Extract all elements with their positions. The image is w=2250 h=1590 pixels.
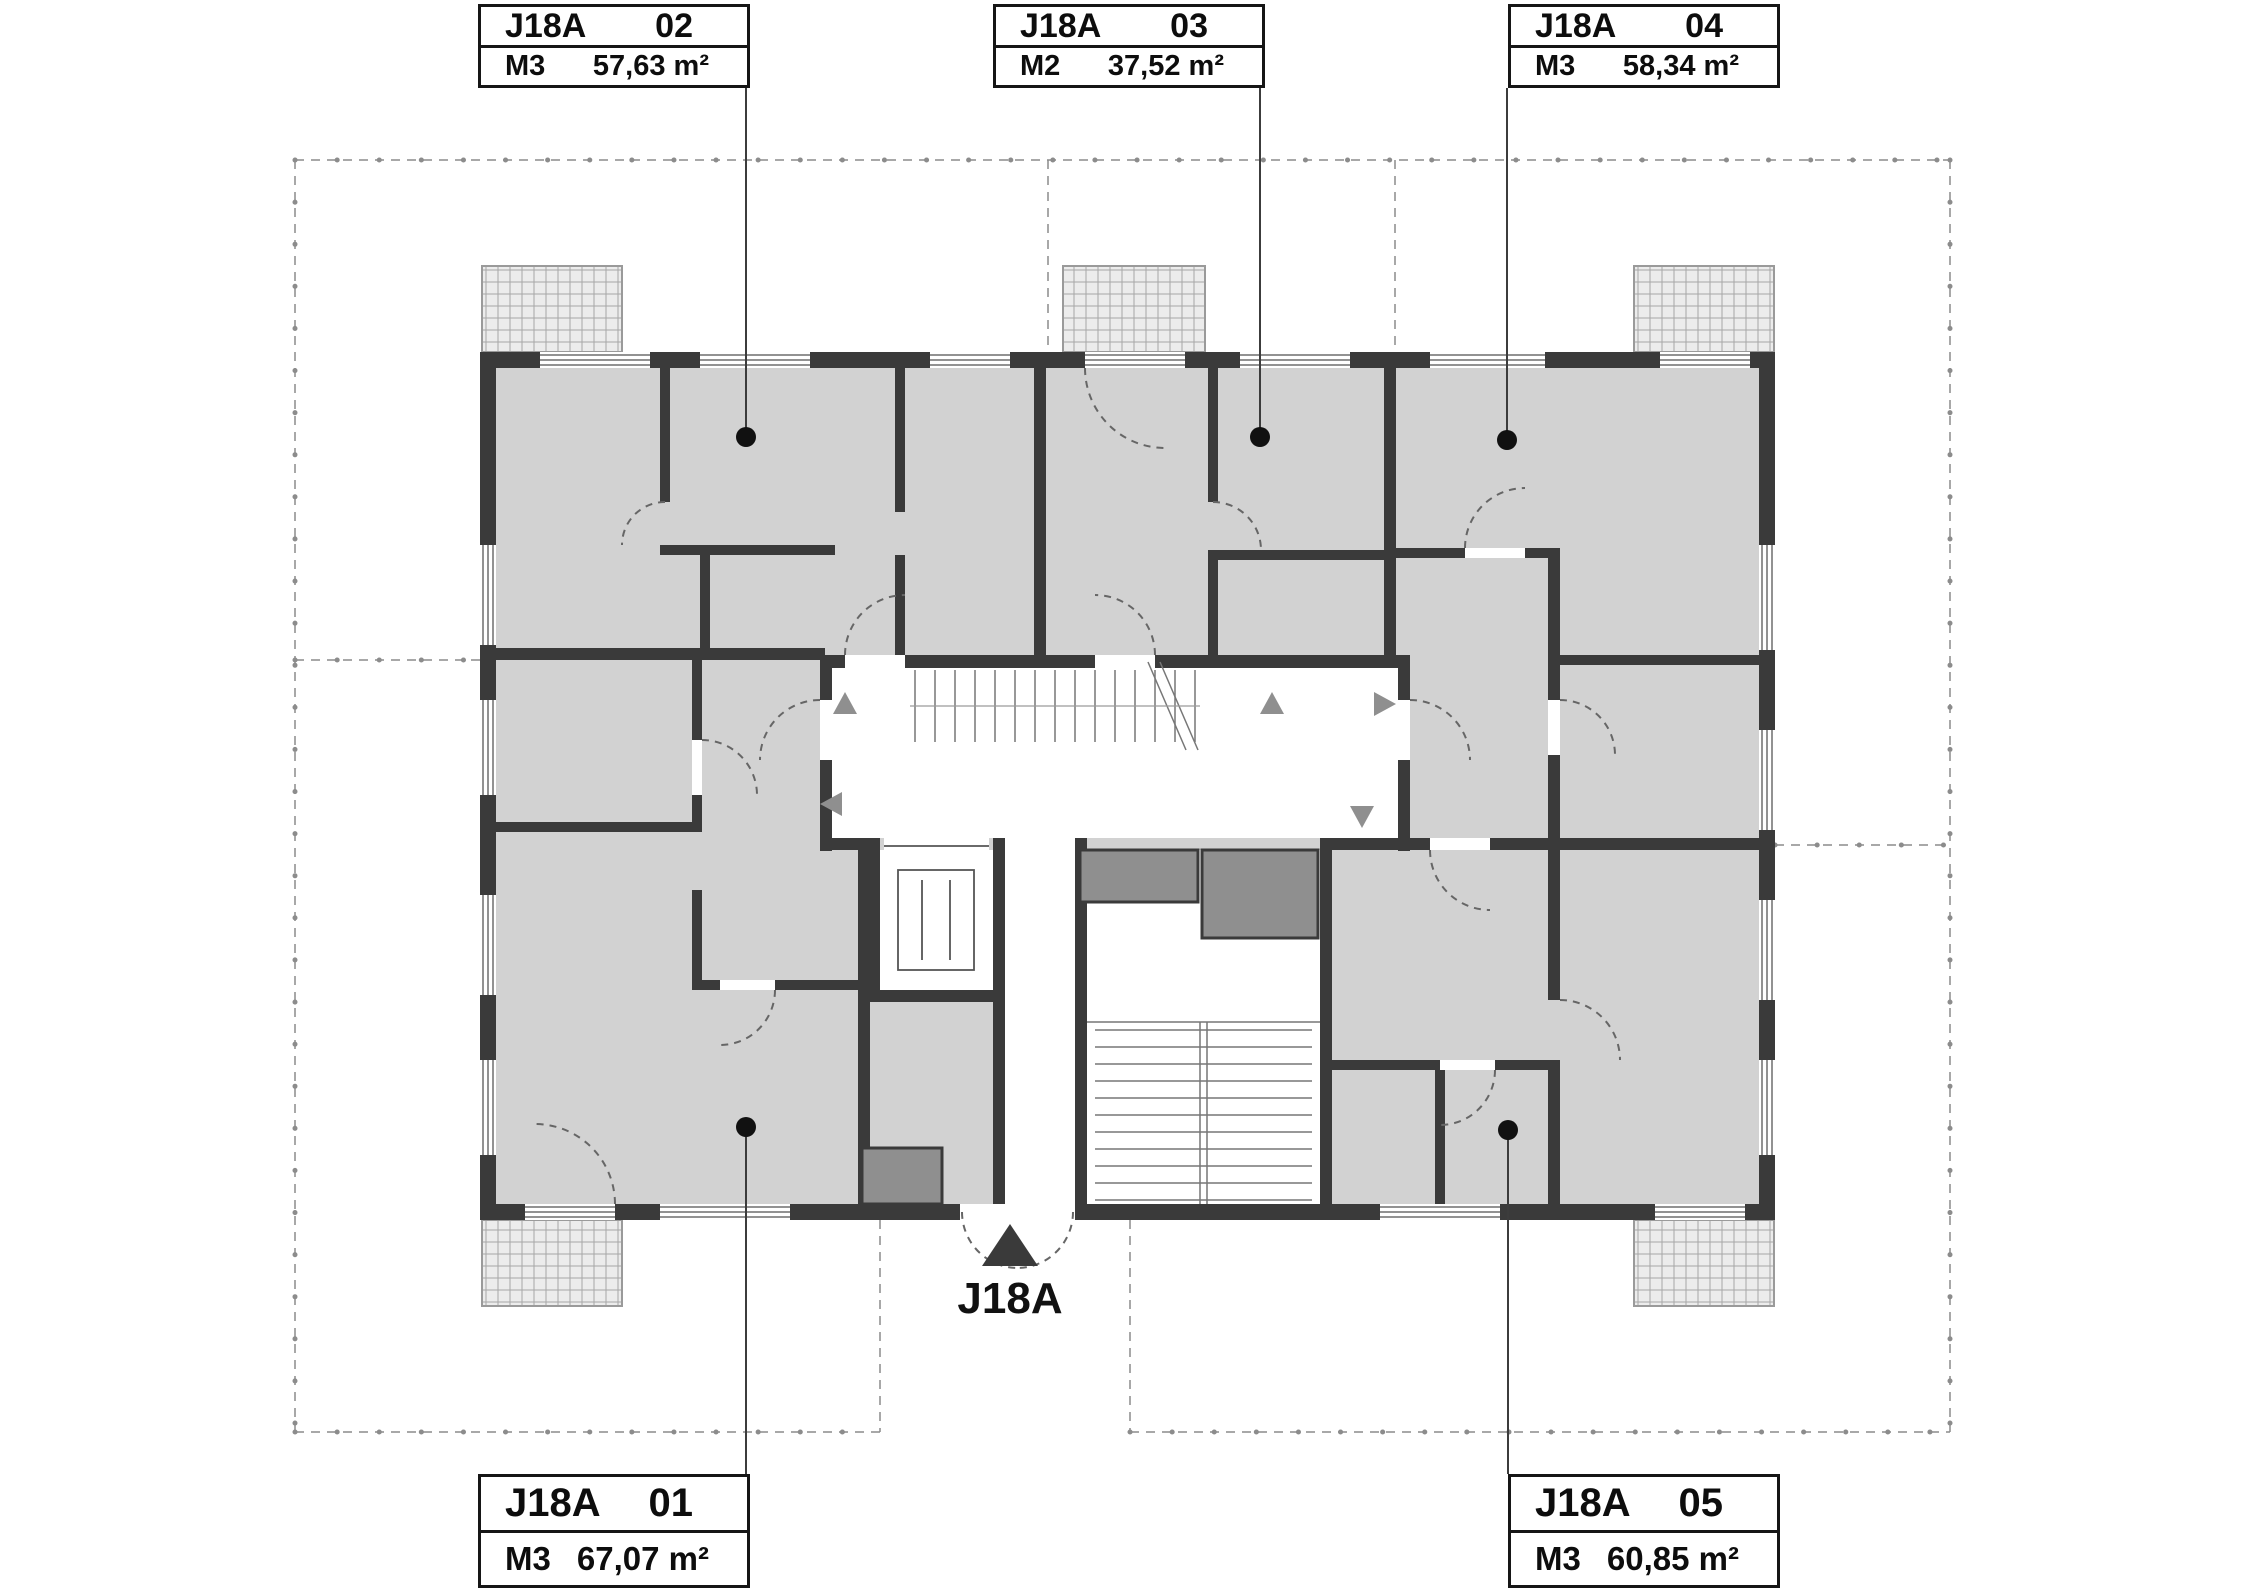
apartment-area: 58,34 m²: [1622, 49, 1739, 82]
apartment-label-j18a-02[interactable]: J18A 02 M3 57,63 m²: [478, 4, 750, 88]
apartment-label-details: M3 58,34 m²: [1511, 48, 1777, 86]
balcony: [1633, 1219, 1775, 1307]
apartment-leaders: [736, 88, 1518, 1474]
apartment-type: M2: [1020, 49, 1061, 82]
apartment-code: J18A: [1020, 6, 1102, 45]
door-openings: [692, 548, 1560, 1220]
apartment-label-j18a-05[interactable]: J18A 05 M3 60,85 m²: [1508, 1474, 1780, 1588]
balconies: [481, 265, 1775, 1307]
apartment-label-j18a-01[interactable]: J18A 01 M3 67,07 m²: [478, 1474, 750, 1588]
apartment-dot-a03: [1250, 427, 1270, 447]
route-arrows: [820, 692, 1396, 828]
apartment-number: 03: [1170, 6, 1208, 45]
apartment-label-details: M3 57,63 m²: [481, 48, 747, 86]
route-arrow-down-icon: [1350, 806, 1374, 828]
entrance-label: J18A: [957, 1274, 1063, 1323]
apartment-area: 60,85 m²: [1606, 1540, 1739, 1578]
apartment-number: 05: [1678, 1481, 1724, 1526]
elevator: [884, 845, 989, 971]
apartment-type: M3: [505, 49, 546, 82]
apartment-label-header: J18A 01: [481, 1477, 747, 1533]
stairs-upper: [910, 661, 1200, 751]
apartment-number: 04: [1685, 6, 1723, 45]
apartment-area: 57,63 m²: [592, 49, 709, 82]
stairs-lower: [1087, 1021, 1320, 1204]
apartment-number: 02: [655, 6, 693, 45]
apartment-label-details: M2 37,52 m²: [996, 48, 1262, 86]
apartment-code: J18A: [505, 1481, 601, 1526]
balcony: [1633, 265, 1775, 353]
apartment-label-details: M3 60,85 m²: [1511, 1533, 1777, 1586]
apartment-dot-a05: [1498, 1120, 1518, 1140]
apartment-label-header: J18A 05: [1511, 1477, 1777, 1533]
door-swing-arcs: [534, 367, 1621, 1269]
balcony: [481, 1219, 623, 1307]
apartment-code: J18A: [505, 6, 587, 45]
apartment-type: M3: [1535, 1540, 1581, 1578]
route-arrow-up-icon: [833, 692, 857, 714]
apartment-label-header: J18A 03: [996, 7, 1262, 48]
apartment-dot-a04: [1497, 430, 1517, 450]
apartment-number: 01: [648, 1481, 694, 1526]
apartment-label-j18a-03[interactable]: J18A 03 M2 37,52 m²: [993, 4, 1265, 88]
building-body: [480, 352, 1775, 1220]
apartment-label-header: J18A 02: [481, 7, 747, 48]
terrace-railing-outline: [292, 157, 1953, 1435]
window: [480, 352, 1775, 1220]
apartment-label-j18a-04[interactable]: J18A 04 M3 58,34 m²: [1508, 4, 1780, 88]
apartment-dot-a02: [736, 427, 756, 447]
apartment-label-header: J18A 04: [1511, 7, 1777, 48]
entrance-lobby: [1005, 838, 1075, 1204]
route-arrow-left-icon: [820, 792, 842, 816]
apartment-type: M3: [1535, 49, 1576, 82]
apartment-code: J18A: [1535, 6, 1617, 45]
balcony: [481, 265, 623, 353]
balcony: [1062, 265, 1206, 353]
apartment-type: M3: [505, 1540, 551, 1578]
apartment-dot-a01: [736, 1117, 756, 1137]
elevator-shaft: [880, 850, 993, 990]
route-arrow-up-icon: [1260, 692, 1284, 714]
apartment-code: J18A: [1535, 1481, 1631, 1526]
service-rooms: [860, 848, 1320, 1206]
apartment-area: 67,07 m²: [576, 1540, 709, 1578]
entrance-arrow-icon: [982, 1224, 1038, 1266]
apartment-area: 37,52 m²: [1107, 49, 1224, 82]
windows-layer: [480, 352, 1775, 1220]
apartment-label-details: M3 67,07 m²: [481, 1533, 747, 1586]
route-arrow-right-icon: [1374, 692, 1396, 716]
